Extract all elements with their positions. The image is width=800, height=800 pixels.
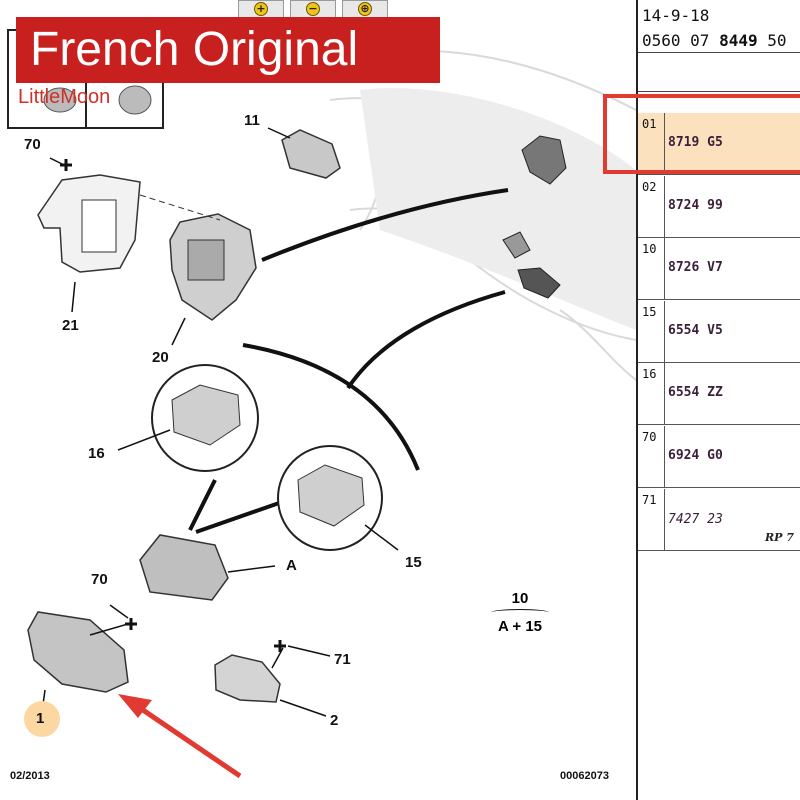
row-number: 01: [642, 117, 657, 131]
callout-15: 15: [405, 554, 422, 571]
footer-date: 02/2013: [10, 770, 50, 782]
row-divider: [664, 488, 665, 550]
callout-11: 11: [244, 112, 260, 129]
part-code: 8724 99: [668, 197, 723, 213]
parts-diagram: + − ⊕ French Original LittleMoon 70 11 2…: [7, 0, 636, 782]
bracket-21: [37, 174, 141, 273]
ref-bold: 8449: [719, 31, 758, 50]
part-1: [27, 611, 129, 693]
part-a: [139, 534, 229, 601]
fraction-top: 10: [511, 590, 529, 607]
fraction-note: 10 A + 15: [485, 590, 555, 635]
callout-1: 1: [36, 710, 45, 727]
zoom-in-button[interactable]: +: [238, 0, 284, 18]
ref-prefix: 0560 07: [642, 31, 710, 50]
parts-row[interactable]: 71 7427 23 RP 7: [638, 488, 800, 551]
row-number: 71: [642, 492, 657, 507]
parts-row[interactable]: 70 6924 G0: [638, 426, 800, 488]
zoom-fit-button[interactable]: ⊕: [342, 0, 388, 18]
part-code: 7427 23: [668, 511, 723, 527]
parts-row[interactable]: 15 6554 V5: [638, 300, 800, 363]
ref-suffix: 50: [767, 31, 787, 50]
sensor-11: [281, 129, 341, 179]
part-code: 6924 G0: [668, 448, 723, 463]
part-code: 8726 V7: [668, 260, 723, 276]
lock-20: [169, 213, 257, 321]
divider: [638, 91, 800, 92]
brace-icon: [491, 609, 549, 616]
zoom-in-icon: +: [254, 2, 268, 16]
callout-a: A: [286, 557, 297, 574]
row-divider: [664, 175, 665, 237]
panel-reference: 0560 07 8449 50: [642, 31, 787, 50]
zoom-out-button[interactable]: −: [290, 0, 336, 18]
parts-row[interactable]: 16 6554 ZZ: [638, 363, 800, 426]
callout-16: 16: [88, 445, 105, 462]
parts-row[interactable]: 10 8726 V7: [638, 238, 800, 301]
fraction-bottom: A + 15: [497, 618, 543, 635]
row-number: 10: [642, 242, 657, 257]
banner-title: French Original: [16, 17, 440, 83]
callout-70-bottom: 70: [91, 571, 108, 588]
divider: [638, 52, 800, 53]
highlight-circle: [24, 701, 60, 737]
zoom-fit-icon: ⊕: [358, 2, 372, 16]
row-divider: [664, 426, 665, 487]
part-note: RP 7: [765, 530, 794, 544]
panel-date: 14-9-18: [642, 6, 710, 25]
row-divider: [664, 238, 665, 300]
row-divider: [664, 113, 665, 174]
parts-list-panel: 14-9-18 0560 07 8449 50 01 8719 G5 02 8724 …: [636, 0, 800, 800]
part-code: 8719 G5: [668, 135, 723, 150]
parts-row[interactable]: 01 8719 G5: [638, 113, 800, 175]
callout-20: 20: [152, 349, 169, 366]
row-number: 15: [642, 304, 657, 319]
callout-2: 2: [330, 712, 339, 729]
row-number: 70: [642, 430, 657, 444]
callout-71: 71: [334, 651, 351, 668]
part-code: 6554 V5: [668, 322, 723, 338]
row-number: 02: [642, 179, 657, 194]
diagram-drawing: [7, 29, 636, 779]
detail-circle-15: [277, 445, 383, 551]
callout-70-top: 70: [24, 136, 41, 153]
zoom-out-icon: −: [306, 2, 320, 16]
detail-circle-16: [151, 364, 259, 472]
plus-markers: [60, 159, 286, 652]
row-divider: [664, 363, 665, 425]
part-code: 6554 ZZ: [668, 385, 723, 401]
red-arrow-icon: [118, 694, 242, 779]
toolbar: + − ⊕: [238, 0, 388, 18]
row-divider: [664, 300, 665, 362]
part-2: [214, 654, 281, 703]
watermark-label: LittleMoon: [18, 86, 111, 108]
footer-ref: 00062073: [560, 770, 609, 782]
row-number: 16: [642, 367, 657, 382]
callout-21: 21: [62, 317, 79, 334]
parts-row[interactable]: 02 8724 99: [638, 175, 800, 238]
